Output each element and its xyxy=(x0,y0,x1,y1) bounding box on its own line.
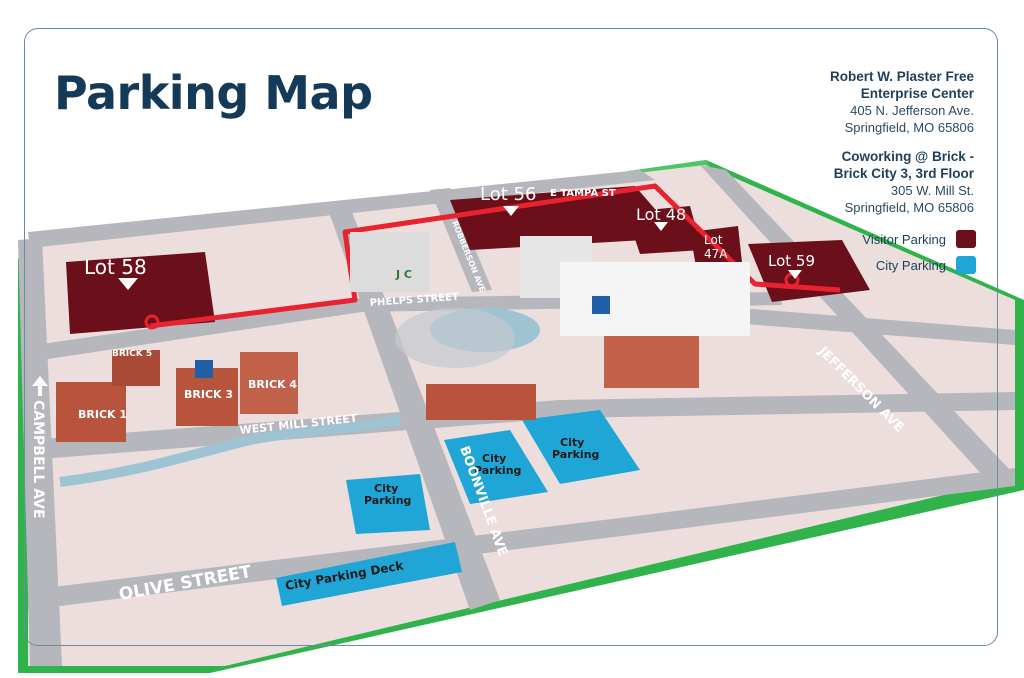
center-building-right xyxy=(604,330,699,388)
road-robberson xyxy=(430,188,492,292)
page-title: Parking Map xyxy=(54,66,373,120)
location-1-name-line-2: Enterprise Center xyxy=(860,86,974,101)
lot-58-marker-icon xyxy=(118,278,138,290)
city-parking-3-area xyxy=(522,410,640,484)
lot-59-marker-icon xyxy=(788,270,802,279)
visitor-lot-marker-icon xyxy=(118,206,802,290)
location-1: Robert W. Plaster Free Enterprise Center… xyxy=(734,68,974,136)
brick-4-building xyxy=(240,352,298,414)
lot-48-area xyxy=(626,206,702,254)
location-1-name-line-1: Robert W. Plaster Free xyxy=(829,69,974,84)
north-arrow-head xyxy=(32,376,48,386)
city-swatch-icon xyxy=(956,256,976,274)
lot-labels: Lot 58 Lot 56 Lot 48 Lot 47A Lot 59 xyxy=(84,184,815,279)
legend: Visitor Parking City Parking xyxy=(776,228,976,280)
tampa-street-label: E TAMPA ST xyxy=(550,188,616,199)
lot-48-label: Lot 48 xyxy=(636,205,686,224)
jc-building xyxy=(350,232,430,292)
lot-48-marker-icon xyxy=(654,222,668,231)
visitor-swatch-icon xyxy=(956,230,976,248)
lot-56-marker-icon xyxy=(503,206,519,216)
lot-58-label: Lot 58 xyxy=(84,255,147,279)
lot-56-area xyxy=(450,186,680,250)
location-2-name-line-2: Brick City 3, 3rd Floor xyxy=(833,166,974,181)
road-boonville xyxy=(330,212,500,610)
location-2-address-line-1: 305 W. Mill St. xyxy=(890,183,974,198)
brick-5-label: BRICK 5 xyxy=(112,349,152,359)
building-e-logo-icon xyxy=(592,296,610,314)
plaza xyxy=(395,308,515,368)
road-west-mill xyxy=(28,392,1015,460)
city-parking-1-label-1: City xyxy=(374,482,398,495)
legend-city-parking: City Parking xyxy=(776,254,976,276)
brick-5-building xyxy=(112,350,160,386)
brick-1-building xyxy=(56,382,126,442)
road-olive xyxy=(28,468,1015,610)
efactory-building xyxy=(560,262,750,336)
location-2: Coworking @ Brick - Brick City 3, 3rd Fl… xyxy=(734,148,974,216)
city-parking-3-label-2: Parking xyxy=(552,448,599,461)
brick-1-logo-icon xyxy=(195,360,213,378)
center-building-left xyxy=(426,384,536,420)
brick-1-label: BRICK 1 xyxy=(78,408,127,421)
north-arrow-shaft xyxy=(38,386,42,396)
location-2-name-line-1: Coworking @ Brick - xyxy=(841,149,974,164)
location-1-address-line-2: Springfield, MO 65806 xyxy=(844,120,974,135)
city-parking-3-label-1: City xyxy=(560,436,584,449)
brick-4-label: BRICK 4 xyxy=(248,378,297,391)
route-marker-lot58 xyxy=(144,314,160,330)
road-campbell xyxy=(18,238,62,666)
locations-info: Robert W. Plaster Free Enterprise Center… xyxy=(734,68,974,216)
city-parking-2-label-2: Parking xyxy=(474,464,521,477)
city-parking-area-icon xyxy=(276,410,640,606)
lot-47a-label-2: 47A xyxy=(704,247,728,261)
city-parking-deck-area xyxy=(276,542,462,606)
legend-visitor-label: Visitor Parking xyxy=(862,231,946,247)
visitor-lots xyxy=(66,186,870,334)
city-parking-2-label-1: City xyxy=(482,452,506,465)
creek xyxy=(59,415,401,487)
brick-3-label: BRICK 3 xyxy=(184,388,233,401)
legend-city-label: City Parking xyxy=(875,257,946,273)
location-2-address-line-2: Springfield, MO 65806 xyxy=(844,200,974,215)
city-parking-1-label-2: Parking xyxy=(364,494,411,507)
building-labels: BRICK 1 BRICK 3 BRICK 4 BRICK 5 J C xyxy=(78,268,412,421)
city-parking-2-area xyxy=(444,430,548,504)
campbell-ave-label: CAMPBELL AVE xyxy=(30,400,46,519)
jc-label: J C xyxy=(395,268,412,281)
buildings xyxy=(56,232,750,442)
lot-58-area xyxy=(66,252,215,334)
road-tampa xyxy=(28,170,655,248)
location-1-address-line-1: 405 N. Jefferson Ave. xyxy=(850,103,974,118)
lot-56-label: Lot 56 xyxy=(480,184,536,205)
legend-visitor-parking: Visitor Parking xyxy=(776,228,976,250)
north-arrow-icon xyxy=(32,376,48,396)
city-parking-1-area xyxy=(346,474,430,534)
lot-47a-label-1: Lot xyxy=(704,233,723,247)
lot-59-label: Lot 59 xyxy=(768,252,815,270)
visitor-route xyxy=(149,183,841,329)
